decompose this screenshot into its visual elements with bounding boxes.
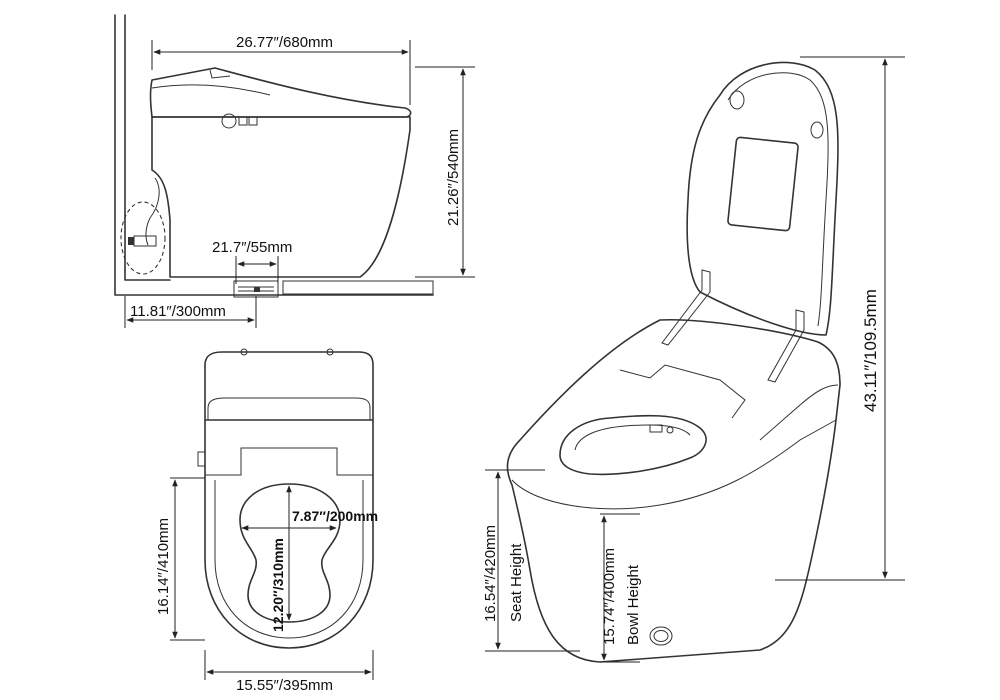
side-view: 26.77″/680mm 21.26″/540mm 21.7″/55mm 11.… bbox=[114, 14, 475, 328]
total-height-label: 43.11″/109.5mm bbox=[861, 289, 880, 412]
top-length-label: 16.14″/410mm bbox=[155, 518, 172, 615]
opening-length-label: 12.20″/310mm bbox=[270, 538, 286, 632]
tank-top-view bbox=[204, 351, 374, 421]
seat-height-caption: Seat Height bbox=[508, 543, 525, 622]
top-unit-side bbox=[149, 67, 412, 118]
perspective-seat-opening bbox=[559, 414, 707, 476]
seat-opening bbox=[239, 483, 341, 623]
top-width-label: 15.55″/395mm bbox=[236, 677, 333, 694]
seat-height-label: 16.54″/420mm bbox=[482, 525, 499, 622]
top-view: 16.14″/410mm 7.87″/200mm 12.20″/310mm 15… bbox=[155, 348, 378, 694]
body-button bbox=[649, 626, 673, 646]
toilet-body-side bbox=[151, 116, 411, 278]
side-width-label: 26.77″/680mm bbox=[236, 34, 333, 51]
wall-and-floor bbox=[114, 14, 434, 296]
perspective-view: 43.11″/109.5mm 16.54″/420mm Seat Height … bbox=[482, 56, 905, 663]
water-valve bbox=[133, 235, 157, 247]
control-knob bbox=[221, 113, 237, 129]
water-connection-detail bbox=[120, 201, 166, 275]
rough-in-label: 11.81″/300mm bbox=[130, 303, 226, 320]
outlet-width-label: 21.7″/55mm bbox=[212, 239, 292, 256]
bowl-height-label: 15.74″/400mm bbox=[601, 548, 618, 645]
toilet-body-perspective bbox=[506, 318, 841, 663]
opening-width-label: 7.87″/200mm bbox=[292, 508, 378, 524]
lid-panel bbox=[727, 136, 799, 232]
raised-lid bbox=[686, 61, 839, 336]
floor-slab bbox=[282, 280, 434, 295]
side-height-label: 21.26″/540mm bbox=[445, 129, 462, 226]
seat-top-view bbox=[204, 419, 374, 649]
bowl-height-caption: Bowl Height bbox=[625, 564, 642, 645]
